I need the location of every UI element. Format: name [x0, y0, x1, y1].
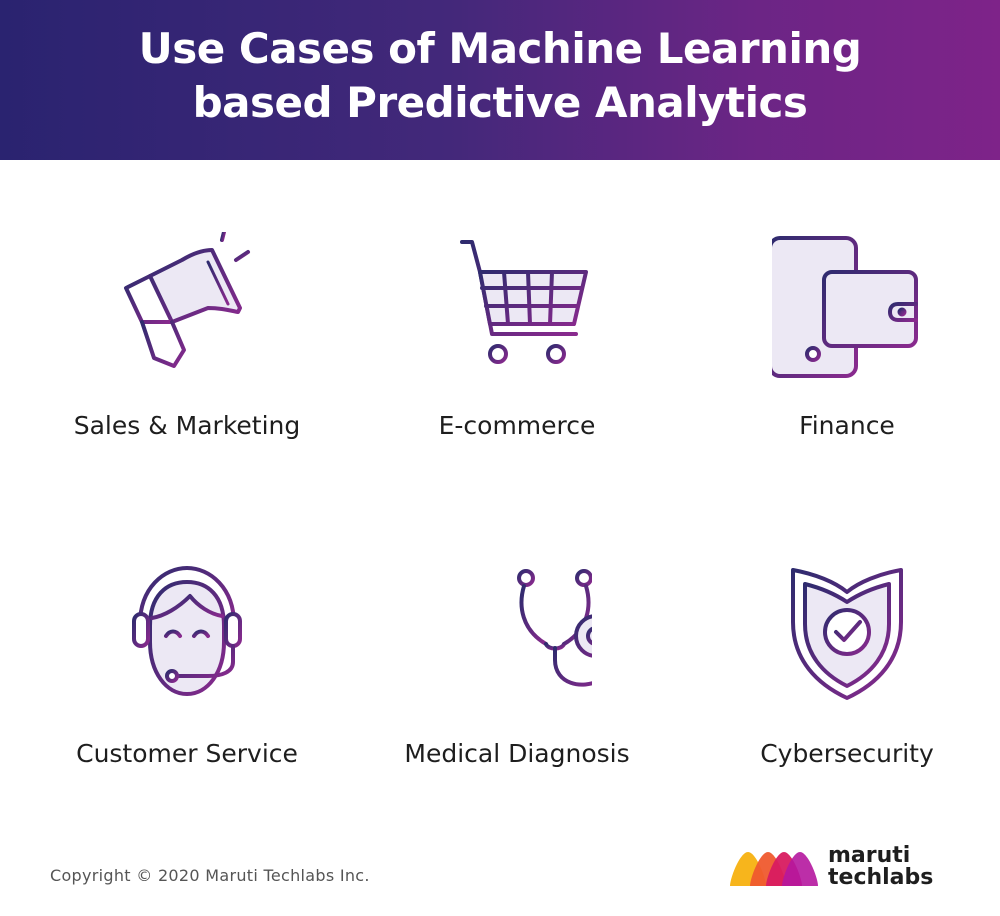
phone-wallet-icon	[772, 236, 918, 378]
megaphone-icon	[124, 232, 258, 368]
title-line-1: Use Cases of Machine Learning	[138, 24, 862, 73]
use-case-customer-service: Customer Service	[37, 560, 337, 800]
logo-text-line-1: maruti	[828, 843, 911, 868]
use-case-label: Finance	[799, 411, 895, 440]
stethoscope-icon	[517, 569, 592, 687]
use-case-label: E-commerce	[438, 411, 596, 440]
logo-text-line-2: techlabs	[828, 865, 934, 890]
logo-mark-icon	[730, 852, 818, 886]
shopping-cart-icon	[460, 240, 588, 364]
use-case-medical-diagnosis: Medical Diagnosis	[367, 560, 667, 800]
headset-agent-icon	[132, 566, 242, 696]
use-case-label: Customer Service	[76, 739, 298, 768]
title-line-2: based Predictive Analytics	[192, 78, 808, 127]
shield-check-icon	[791, 568, 903, 700]
use-case-label: Medical Diagnosis	[404, 739, 630, 768]
maruti-techlabs-logo: maruti techlabs	[728, 838, 958, 896]
header-banner: Use Cases of Machine Learning based Pred…	[0, 0, 1000, 160]
use-case-cybersecurity: Cybersecurity	[697, 560, 997, 800]
use-case-label: Sales & Marketing	[73, 411, 301, 440]
use-case-sales-marketing: Sales & Marketing	[37, 232, 337, 472]
use-case-label: Cybersecurity	[760, 739, 934, 768]
page-title: Use Cases of Machine Learning based Pred…	[0, 22, 1000, 130]
use-case-ecommerce: E-commerce	[367, 232, 667, 472]
copyright-text: Copyright © 2020 Maruti Techlabs Inc.	[50, 866, 370, 885]
use-case-finance: Finance	[697, 232, 997, 472]
